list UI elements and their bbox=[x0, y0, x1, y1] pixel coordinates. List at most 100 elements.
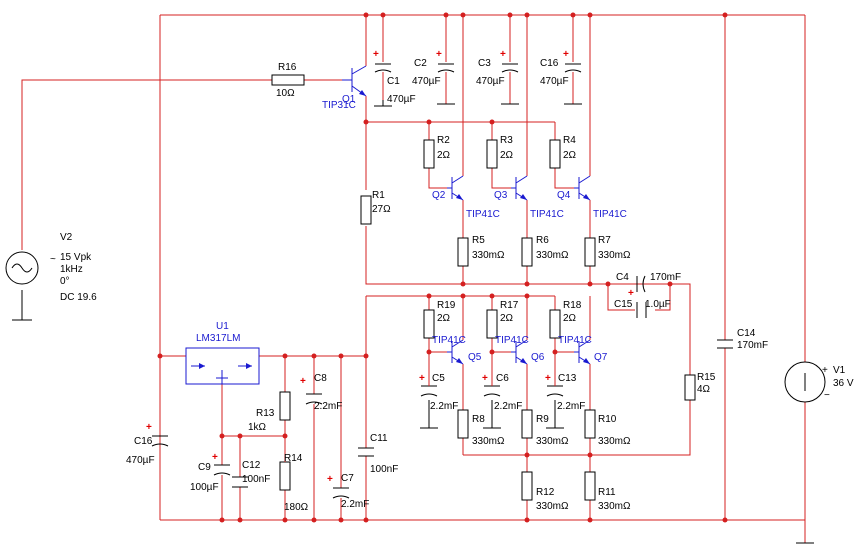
c15-capacitor[interactable]: C15 1.0µF bbox=[614, 299, 671, 318]
r10-ref: R10 bbox=[598, 414, 617, 425]
r12-value: 330mΩ bbox=[536, 501, 569, 512]
r7-value: 330mΩ bbox=[598, 250, 631, 261]
r6-resistor[interactable]: R6 330mΩ bbox=[521, 235, 569, 267]
c1-value: 470µF bbox=[387, 94, 416, 105]
r13-ref: R13 bbox=[256, 408, 275, 419]
c2-plus: + bbox=[436, 49, 442, 60]
c4-value: 170mF bbox=[650, 272, 681, 283]
c7-capacitor[interactable]: + C7 2.2mF bbox=[327, 473, 369, 510]
q2-model: TIP41C bbox=[466, 209, 500, 220]
q7-ref: Q7 bbox=[594, 352, 608, 363]
c11-ref: C11 bbox=[370, 433, 388, 444]
r12-resistor[interactable]: R12 330mΩ bbox=[521, 471, 569, 512]
v1-minus: − bbox=[824, 390, 830, 401]
r17-ref: R17 bbox=[500, 300, 519, 311]
q3-ref: Q3 bbox=[494, 190, 508, 201]
v2-freq: 1kHz bbox=[60, 264, 83, 275]
q4-transistor[interactable]: Q4 TIP41C bbox=[557, 175, 627, 220]
c1-plus: + bbox=[373, 49, 379, 60]
r5-resistor[interactable]: R5 330mΩ bbox=[457, 235, 505, 267]
r7-ref: R7 bbox=[598, 235, 611, 246]
c5-capacitor[interactable]: + C5 2.2mF bbox=[419, 373, 458, 412]
v2-source[interactable]: ~ V2 15 Vpk 1kHz 0° DC 19.6 bbox=[5, 232, 97, 303]
wires bbox=[21, 14, 806, 543]
u1-ref: U1 bbox=[216, 321, 229, 332]
r14-resistor[interactable]: R14 180Ω bbox=[279, 450, 309, 513]
q2-transistor[interactable]: Q2 TIP41C bbox=[432, 175, 500, 220]
u1-regulator[interactable]: U1 LM317LM bbox=[185, 321, 260, 385]
r11-ref: R11 bbox=[598, 487, 616, 498]
q4-model: TIP41C bbox=[593, 209, 627, 220]
r11-resistor[interactable]: R11 330mΩ bbox=[584, 471, 631, 512]
r9-value: 330mΩ bbox=[536, 436, 569, 447]
c16a-plus: + bbox=[563, 49, 569, 60]
c5-ref: C5 bbox=[432, 373, 445, 384]
c4-plus: + bbox=[628, 288, 634, 299]
c12-ref: C12 bbox=[242, 460, 261, 471]
q1-ref: Q1 bbox=[342, 94, 356, 105]
r13-resistor[interactable]: R13 1kΩ bbox=[248, 391, 291, 433]
c11-capacitor[interactable]: C11 100nF bbox=[358, 433, 398, 475]
c8-capacitor[interactable]: + C8 2.2mF bbox=[300, 373, 342, 412]
r16-ref: R16 bbox=[278, 62, 297, 73]
q6-transistor[interactable]: TIP41C Q6 bbox=[495, 335, 545, 365]
r3-resistor[interactable]: R3 2Ω bbox=[486, 135, 514, 169]
r9-resistor[interactable]: R9 330mΩ bbox=[521, 409, 569, 447]
q1-transistor[interactable]: Q1 TIP31C bbox=[322, 65, 367, 111]
junctions bbox=[157, 12, 728, 523]
c8-ref: C8 bbox=[314, 373, 327, 384]
v1-value: 36 V bbox=[833, 378, 854, 389]
r8-resistor[interactable]: R8 330mΩ bbox=[457, 409, 505, 447]
r16-resistor[interactable]: R16 10Ω bbox=[271, 62, 305, 99]
c1-capacitor[interactable]: + C1 470µF bbox=[373, 49, 416, 105]
v1-ref: V1 bbox=[833, 365, 846, 376]
r18-resistor[interactable]: R18 2Ω bbox=[549, 300, 582, 339]
c2-ref: C2 bbox=[414, 58, 427, 69]
r10-resistor[interactable]: R10 330mΩ bbox=[584, 409, 631, 447]
c3-capacitor[interactable]: + C3 470µF bbox=[476, 49, 519, 87]
q7-model: TIP41C bbox=[558, 335, 592, 346]
c14-value: 170mF bbox=[737, 340, 768, 351]
c6-capacitor[interactable]: + C6 2.2mF bbox=[482, 373, 522, 412]
c15-value: 1.0µF bbox=[645, 299, 671, 310]
r2-resistor[interactable]: R2 2Ω bbox=[423, 135, 451, 169]
r3-value: 2Ω bbox=[500, 150, 514, 161]
r13-value: 1kΩ bbox=[248, 422, 267, 433]
c12-capacitor[interactable]: C12 100nF bbox=[232, 460, 270, 488]
r4-resistor[interactable]: R4 2Ω bbox=[549, 135, 577, 169]
c4-ref: C4 bbox=[616, 272, 629, 283]
v1-plus: + bbox=[822, 365, 828, 376]
v1-source[interactable]: + V1 36 V − bbox=[784, 361, 854, 403]
r1-resistor[interactable]: R1 27Ω bbox=[360, 190, 391, 225]
c7-plus: + bbox=[327, 474, 333, 485]
q5-transistor[interactable]: TIP41C Q5 bbox=[432, 335, 482, 365]
r6-ref: R6 bbox=[536, 235, 549, 246]
v2-amp: 15 Vpk bbox=[60, 252, 92, 263]
r7-resistor[interactable]: R7 330mΩ bbox=[584, 235, 631, 267]
r18-value: 2Ω bbox=[563, 313, 577, 324]
v2-tilde: ~ bbox=[50, 254, 56, 265]
r2-value: 2Ω bbox=[437, 150, 451, 161]
r1-value: 27Ω bbox=[372, 204, 391, 215]
c13-capacitor[interactable]: + C13 2.2mF bbox=[545, 373, 585, 412]
r15-resistor[interactable]: R15 4Ω bbox=[684, 372, 716, 401]
r15-ref: R15 bbox=[697, 372, 716, 383]
v2-ref: V2 bbox=[60, 232, 73, 243]
v2-dc: DC 19.6 bbox=[60, 292, 97, 303]
c14-capacitor[interactable]: C14 170mF bbox=[717, 328, 768, 351]
r19-resistor[interactable]: R19 2Ω bbox=[423, 300, 456, 339]
u1-model: LM317LM bbox=[196, 333, 240, 344]
r6-value: 330mΩ bbox=[536, 250, 569, 261]
r4-ref: R4 bbox=[563, 135, 576, 146]
c16b-value: 470µF bbox=[126, 455, 155, 466]
r17-value: 2Ω bbox=[500, 313, 514, 324]
r18-ref: R18 bbox=[563, 300, 582, 311]
c9-capacitor[interactable]: + C9 100µF bbox=[190, 452, 231, 493]
c2-capacitor[interactable]: + C2 470µF bbox=[412, 49, 455, 87]
c16b-capacitor[interactable]: + C16 470µF bbox=[126, 422, 169, 466]
c4-capacitor[interactable]: + C4 170mF bbox=[608, 272, 681, 299]
r17-resistor[interactable]: R17 2Ω bbox=[486, 300, 519, 339]
c16a-capacitor[interactable]: + C16 470µF bbox=[540, 49, 582, 87]
q7-transistor[interactable]: TIP41C Q7 bbox=[558, 335, 608, 365]
q3-transistor[interactable]: Q3 TIP41C bbox=[494, 175, 564, 220]
